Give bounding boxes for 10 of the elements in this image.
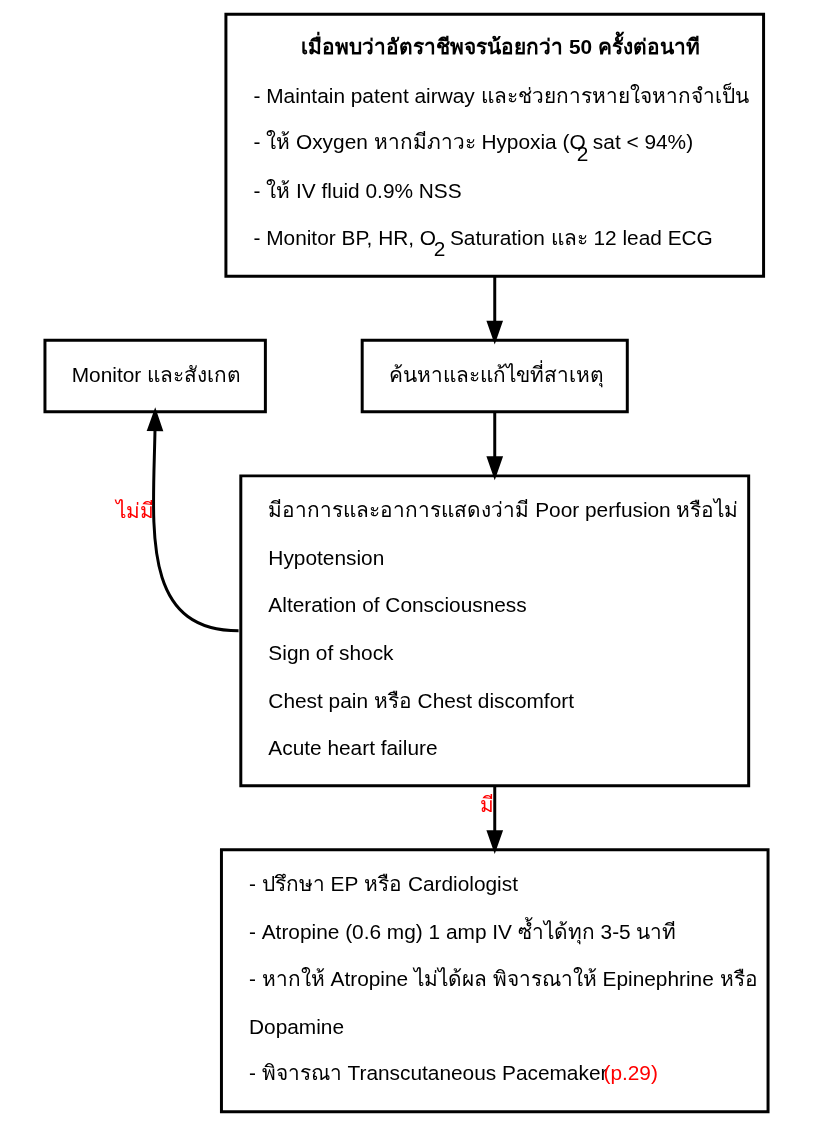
arrow [486, 412, 504, 481]
node-box: มีอาการและอาการแสดงว่ามี Poor perfusion หรือไม่ Hypotension Alteration of Consciousness Sign of shock Chest pain หรือ Chest discomfort Acute heart failure [239, 474, 751, 788]
node-box: - ปรึกษา EP หรือ Cardiologist - Atropine (0.6 mg) 1 amp IV ซ้ำได้ทุก 3-5 นาที - หากให้ Atropine ไม่ได้ผล พิจารณาให้ Epinephrine หรือ Dopamine - พิจารณา Transcutaneous Pacemaker(p.29) [219, 848, 770, 1114]
arrow [146, 407, 239, 633]
edge-label: ไม่มี [116, 499, 155, 523]
node-box: Monitor และสังเกต [43, 338, 267, 414]
edge-label: มี [480, 793, 495, 817]
arrow [486, 785, 504, 855]
node-box: ค้นหาและแก้ไขที่สาเหตุ [360, 338, 629, 414]
arrow [486, 276, 504, 345]
